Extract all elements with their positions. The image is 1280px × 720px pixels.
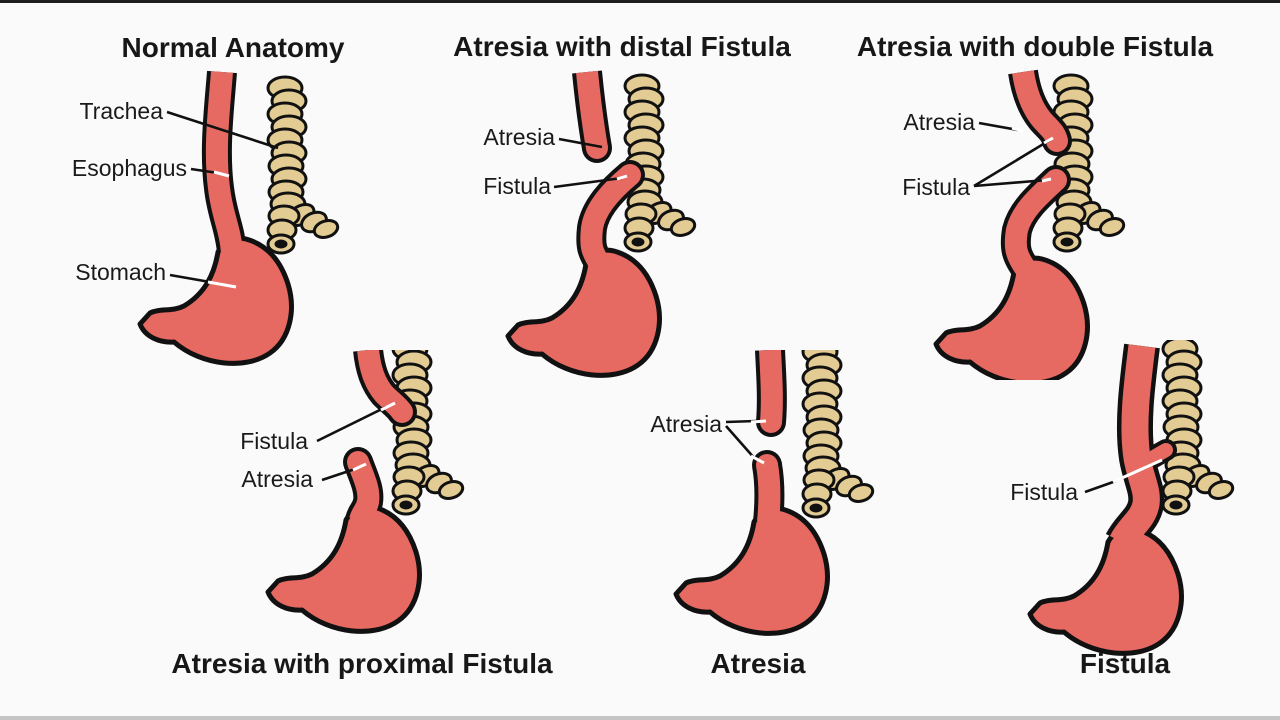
atresia-leader-line-tip xyxy=(352,462,367,472)
fistula-leader-line-tip xyxy=(380,401,396,412)
atresia-leader-line xyxy=(978,121,1019,132)
atresia-leader-line xyxy=(558,137,603,149)
fistula-cap-fill xyxy=(391,401,413,423)
panel-normal-anatomy: Normal Anatomy Trachea Esophagus Stomach xyxy=(0,20,440,380)
fistula-leader-line xyxy=(553,176,623,189)
lower-fistula-cap-fill xyxy=(1045,169,1067,191)
atresia-leader-line xyxy=(321,466,359,482)
stomach-illustration xyxy=(676,508,827,633)
lower-esophagus-fill xyxy=(1004,171,1064,279)
esophagus-leader-line-tip xyxy=(213,170,230,178)
trachea-illustration xyxy=(391,350,467,516)
fistula-leader-line-tip xyxy=(1112,458,1163,484)
bottom-edge-bar xyxy=(0,716,1280,720)
fistula-branch-fill xyxy=(1131,443,1173,473)
label-fistula: Fistula xyxy=(902,174,970,200)
panel-title: Fistula xyxy=(1079,648,1171,679)
label-atresia: Atresia xyxy=(903,109,975,135)
upper-pouch-fill xyxy=(576,70,608,150)
label-atresia: Atresia xyxy=(241,466,313,492)
atresia-distal-fistula-illustration xyxy=(440,70,699,380)
panel-title: Atresia with distal Fistula xyxy=(453,31,791,62)
upper-pouch-cap-fill xyxy=(586,137,608,159)
panel-atresia-double-fistula: Atresia with double Fistula Atresia Fist… xyxy=(856,20,1280,380)
stomach-leader-line-tip xyxy=(207,280,237,289)
label-atresia: Atresia xyxy=(483,124,555,150)
label-fistula: Fistula xyxy=(483,173,551,199)
upper-pouch-cap-fill xyxy=(760,411,782,433)
panel-fistula: Fistula Fistula xyxy=(1000,340,1280,720)
trachea-illustration xyxy=(801,350,877,519)
lower-pouch-cap-fill xyxy=(756,454,778,476)
atresia-leader-line-tip xyxy=(1011,126,1024,133)
fistula-leader-line xyxy=(1084,479,1117,494)
label-fistula: Fistula xyxy=(1010,479,1078,505)
trachea-leader-line xyxy=(166,110,279,150)
fistula-leader-line-tip xyxy=(616,174,628,181)
lower-esophagus-fill xyxy=(347,458,380,524)
label-fistula: Fistula xyxy=(240,428,308,454)
atresia-double-fistula-illustration xyxy=(860,69,1128,380)
trachea-illustration xyxy=(1161,340,1237,516)
esophagus-fill xyxy=(205,71,243,254)
esophagus-fill xyxy=(1109,344,1160,549)
fistula-leader-line xyxy=(316,405,387,443)
lower-esophagus-fill xyxy=(580,166,638,271)
panel-title: Atresia with double Fistula xyxy=(856,31,1214,62)
atresia-illustration xyxy=(600,350,877,720)
stomach-illustration xyxy=(140,238,291,363)
trachea-illustration xyxy=(1052,73,1128,253)
fistula-illustration xyxy=(1000,340,1237,720)
fistula-cap-fill xyxy=(619,164,641,186)
atresia-lower-leader-tip xyxy=(750,454,765,465)
stomach-illustration xyxy=(1030,528,1181,653)
stomach-illustration xyxy=(268,506,419,631)
top-edge-bar xyxy=(0,0,1280,3)
trachea-illustration xyxy=(266,75,342,255)
panel-atresia-proximal-fistula: Atresia with proximal Fistula Fistula At… xyxy=(140,350,580,720)
label-stomach: Stomach xyxy=(75,259,166,285)
esophagus-leader-line xyxy=(190,167,219,175)
panel-atresia-distal-fistula: Atresia with distal Fistula Atresia Fist… xyxy=(440,20,860,380)
fistula-upper-leader-line xyxy=(973,138,1051,188)
normal-anatomy-illustration xyxy=(0,70,342,380)
panel-atresia: Atresia Atresia xyxy=(600,350,1000,720)
fistula-upper-leader-tip xyxy=(1043,136,1054,145)
panel-title: Atresia xyxy=(710,648,806,679)
atresia-upper-leader-tip xyxy=(750,419,767,424)
atresia-lower-leader-line xyxy=(725,425,757,461)
panel-title: Normal Anatomy xyxy=(121,32,345,63)
upper-fistula-cap-fill xyxy=(1046,130,1068,152)
label-trachea: Trachea xyxy=(79,98,163,124)
lower-pouch-cap-fill xyxy=(347,451,369,473)
panel-title: Atresia with proximal Fistula xyxy=(171,648,553,679)
atresia-proximal-fistula-illustration xyxy=(140,350,467,720)
label-atresia: Atresia xyxy=(650,411,722,437)
stomach-leader-line xyxy=(169,273,211,284)
fistula-lower-leader-tip xyxy=(1041,177,1052,183)
fistula-lower-leader-line xyxy=(973,178,1048,188)
label-esophagus: Esophagus xyxy=(71,155,187,181)
